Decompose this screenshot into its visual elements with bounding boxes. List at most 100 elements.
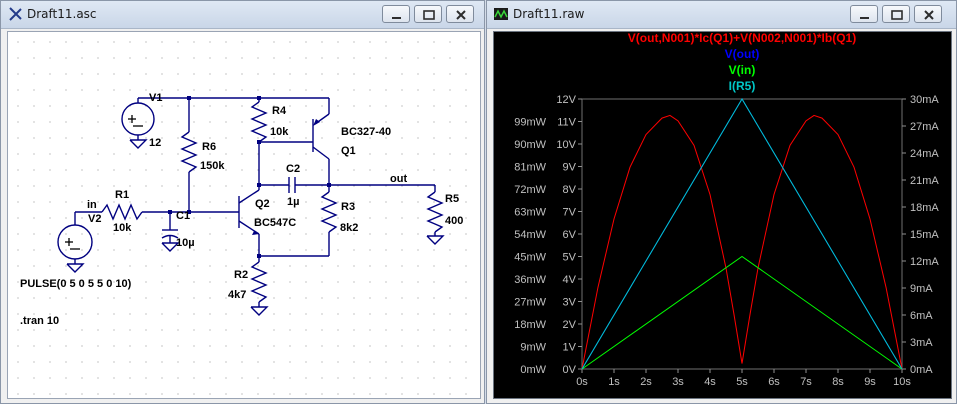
close-button[interactable] (914, 5, 942, 23)
label-q2: Q2 (255, 198, 270, 210)
tran-directive: .tran 10 (20, 315, 59, 327)
x-tick-label: 5s (736, 376, 748, 388)
label-c2: C2 (286, 163, 300, 175)
trace-line (581, 98, 903, 370)
label-q2-model: BC547C (254, 217, 296, 229)
pulse-directive: PULSE(0 5 0 5 5 0 10) (20, 278, 132, 290)
close-button[interactable] (446, 5, 474, 23)
ltspice-schematic-icon (9, 7, 22, 21)
label-v1-value: 12 (149, 137, 161, 149)
trace-label: V(out,N001)*Ic(Q1)+V(N002,N001)*Ib(Q1) (628, 32, 856, 45)
y-ma-tick-label: 30mA (910, 94, 939, 106)
label-r2: R2 (234, 269, 248, 281)
label-r2-value: 4k7 (228, 289, 246, 301)
label-r6: R6 (202, 141, 216, 153)
y-mw-tick-label: 72mW (514, 184, 546, 196)
minimize-icon (860, 17, 869, 19)
label-c1: C1 (176, 210, 190, 222)
y-mw-tick-label: 45mW (514, 252, 546, 264)
trace-line (581, 114, 903, 370)
y-ma-tick-label: 0mA (910, 364, 933, 376)
schematic-canvas[interactable]: V1 12 R4 10k BC327-40 Q1 R6 150k C2 1µ o… (7, 31, 481, 399)
trace-label: V(in) (729, 63, 756, 77)
y-ma-tick-label: 27mA (910, 121, 939, 133)
close-icon (924, 10, 934, 20)
x-tick-label: 0s (576, 376, 588, 388)
y-v-tick-label: 6V (563, 229, 577, 241)
y-ma-tick-label: 15mA (910, 229, 939, 241)
label-r4: R4 (272, 105, 287, 117)
y-mw-tick-label: 63mW (514, 207, 546, 219)
label-q1-model: BC327-40 (341, 126, 391, 138)
restore-button[interactable] (882, 5, 910, 23)
label-r5: R5 (445, 193, 459, 205)
label-r4-value: 10k (270, 126, 289, 138)
restore-icon (423, 10, 435, 20)
label-in: in (87, 199, 97, 211)
y-ma-tick-label: 6mA (910, 310, 933, 322)
label-v1: V1 (149, 92, 162, 104)
y-mw-tick-label: 90mW (514, 139, 546, 151)
schematic-window: Draft11.asc (0, 0, 485, 404)
y-mw-tick-label: 99mW (514, 117, 546, 129)
x-tick-label: 10s (893, 376, 911, 388)
label-c2-value: 1µ (287, 196, 299, 208)
label-r5-value: 400 (445, 215, 463, 227)
y-v-tick-label: 1V (563, 342, 577, 354)
y-v-tick-label: 10V (556, 139, 576, 151)
waveform-titlebar[interactable]: Draft11.raw (487, 1, 956, 29)
close-icon (456, 10, 466, 20)
y-v-tick-label: 4V (563, 274, 577, 286)
x-tick-label: 3s (672, 376, 684, 388)
schematic-titlebar[interactable]: Draft11.asc (1, 1, 484, 29)
x-tick-label: 6s (768, 376, 780, 388)
y-v-tick-label: 2V (563, 319, 577, 331)
label-r3: R3 (341, 201, 355, 213)
trace-line (581, 255, 903, 370)
label-q1: Q1 (341, 145, 356, 157)
x-tick-label: 2s (640, 376, 652, 388)
y-mw-tick-label: 81mW (514, 162, 546, 174)
label-out: out (390, 173, 407, 185)
y-ma-tick-label: 24mA (910, 148, 939, 160)
waveform-icon (494, 8, 508, 20)
y-v-tick-label: 9V (563, 162, 577, 174)
y-mw-tick-label: 0mW (520, 364, 546, 376)
minimize-icon (392, 17, 401, 19)
x-tick-label: 4s (704, 376, 716, 388)
restore-icon (891, 10, 903, 20)
y-v-tick-label: 11V (557, 117, 576, 129)
y-ma-tick-label: 21mA (910, 175, 939, 187)
restore-button[interactable] (414, 5, 442, 23)
x-tick-label: 7s (800, 376, 812, 388)
y-ma-tick-label: 9mA (910, 283, 933, 295)
schematic-window-title: Draft11.asc (27, 7, 97, 21)
trace-line (581, 98, 903, 370)
circuit-drawing: V1 12 R4 10k BC327-40 Q1 R6 150k C2 1µ o… (20, 92, 463, 327)
y-mw-tick-label: 27mW (514, 297, 546, 309)
label-r1-value: 10k (113, 222, 132, 234)
y-v-tick-label: 3V (563, 297, 577, 309)
label-r6-value: 150k (200, 160, 225, 172)
y-v-tick-label: 5V (563, 252, 577, 264)
label-v2: V2 (88, 213, 101, 225)
label-r1: R1 (115, 189, 129, 201)
minimize-button[interactable] (382, 5, 410, 23)
y-v-tick-label: 0V (563, 364, 577, 376)
x-tick-label: 1s (608, 376, 620, 388)
trace-label: V(out) (725, 47, 760, 61)
waveform-window-title: Draft11.raw (513, 7, 585, 21)
label-r3-value: 8k2 (340, 222, 358, 234)
y-ma-tick-label: 18mA (910, 202, 939, 214)
minimize-button[interactable] (850, 5, 878, 23)
y-mw-tick-label: 36mW (514, 274, 546, 286)
y-v-tick-label: 8V (563, 184, 577, 196)
y-mw-tick-label: 18mW (514, 319, 546, 331)
plot-frame (581, 98, 903, 370)
trace-label: I(R5) (729, 79, 756, 93)
y-v-tick-label: 7V (563, 207, 577, 219)
y-v-tick-label: 12V (556, 94, 576, 106)
